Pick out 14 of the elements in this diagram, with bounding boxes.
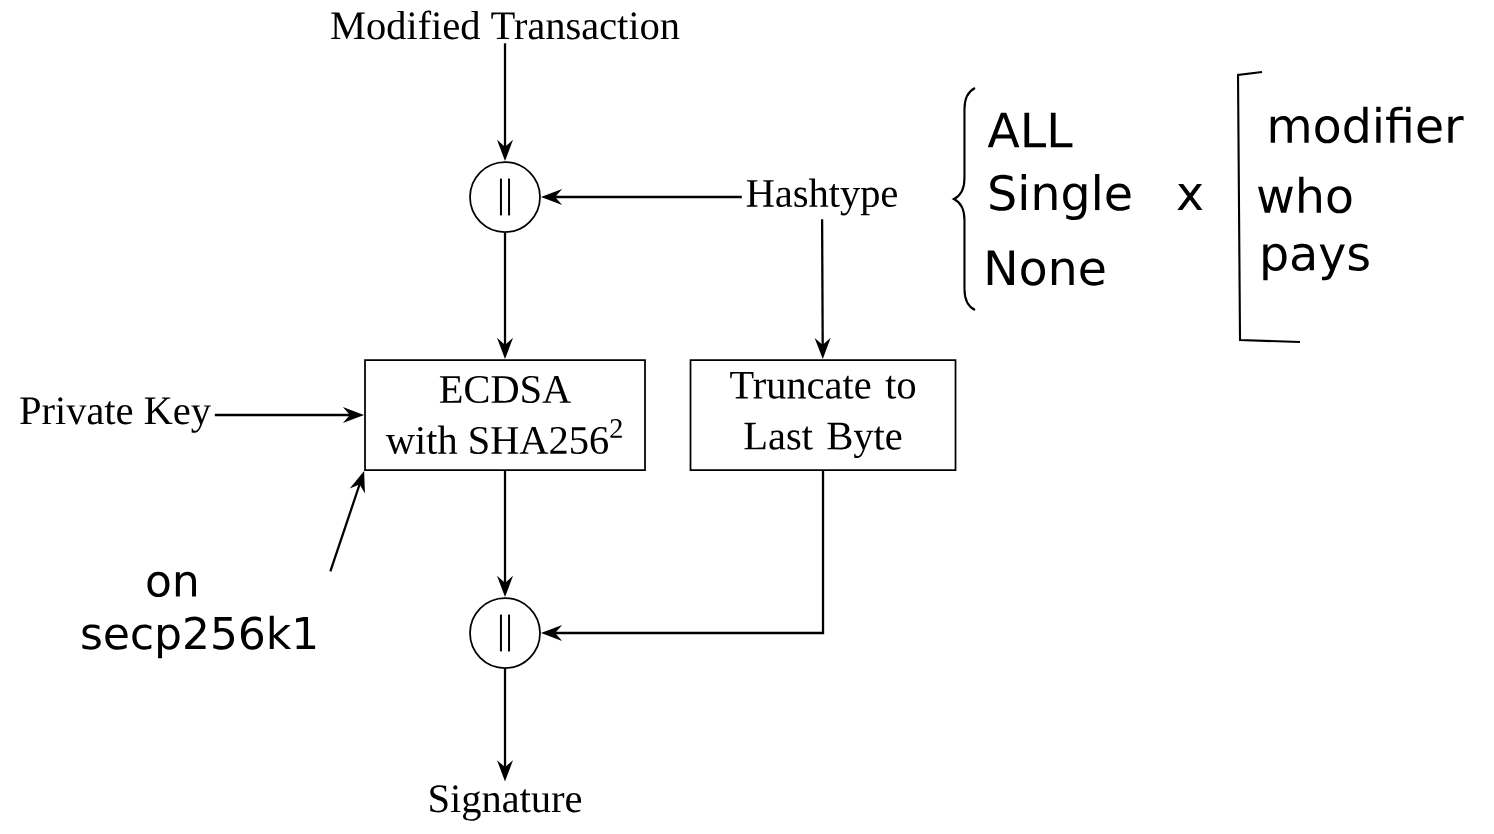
text-label: Hashtype [746,178,897,216]
text-label: Signature [430,785,582,821]
handwritten-label: None [987,250,1105,286]
handwritten-label: ALL [987,112,1073,148]
text-label: Private Key [20,397,211,433]
handwritten-label: pays [1263,243,1369,281]
process-box: Truncate to Last Byte [689,359,957,471]
handwritten-label: Single [990,174,1131,220]
process-box: ECDSA with SHA256$^{2}$ [364,359,646,471]
handwritten-label: who [1258,176,1352,214]
handwritten-note: on secp256k1 [82,571,316,659]
handwritten-label: x [1177,184,1203,210]
handwritten-label: modifier [1270,106,1464,144]
text-label: Modified Transaction [331,10,680,40]
